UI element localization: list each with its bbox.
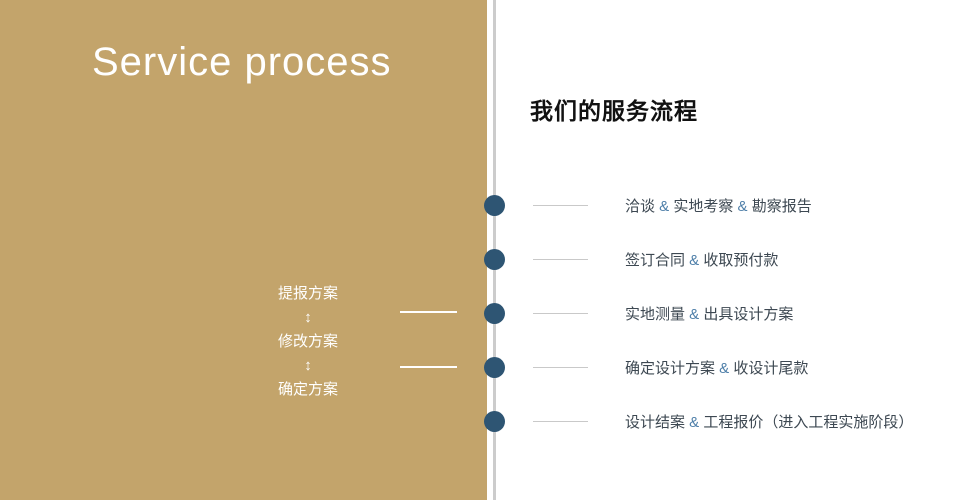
timeline-item-label: 确定设计方案 & 收设计尾款 <box>625 359 809 377</box>
timeline: 洽谈 & 实地考察 & 勘察报告签订合同 & 收取预付款实地测量 & 出具设计方… <box>484 178 970 448</box>
left-connector-line-2 <box>400 366 457 368</box>
timeline-bullet-icon <box>484 302 505 324</box>
ampersand-separator: & <box>685 251 704 269</box>
section-heading: 我们的服务流程 <box>530 98 698 124</box>
step-label-propose: 提报方案 <box>277 285 338 302</box>
timeline-bullet-icon <box>484 194 505 216</box>
page-title: Service process <box>92 40 392 84</box>
timeline-bullet-icon <box>484 248 505 270</box>
timeline-bullet-icon <box>484 356 505 378</box>
timeline-item: 洽谈 & 实地考察 & 勘察报告 <box>484 178 970 232</box>
timeline-item-label: 签订合同 & 收取预付款 <box>625 251 779 269</box>
step-label-confirm: 确定方案 <box>277 381 338 398</box>
timeline-item-label: 设计结案 & 工程报价（进入工程实施阶段） <box>625 413 914 431</box>
timeline-item: 实地测量 & 出具设计方案 <box>484 286 970 340</box>
connector-line <box>533 258 588 260</box>
timeline-item: 设计结案 & 工程报价（进入工程实施阶段） <box>484 394 970 448</box>
updown-arrow-icon: ↕ <box>304 309 312 326</box>
ampersand-separator: & <box>685 305 704 323</box>
connector-line <box>533 312 588 314</box>
timeline-item-label: 洽谈 & 实地考察 & 勘察报告 <box>625 197 812 215</box>
step-label-revise: 修改方案 <box>277 333 338 350</box>
timeline-bullet-icon <box>484 410 505 432</box>
connector-line <box>533 204 588 206</box>
connector-line <box>533 366 588 368</box>
timeline-item: 签订合同 & 收取预付款 <box>484 232 970 286</box>
left-gold-panel: Service process 提报方案 ↕ 修改方案 ↕ 确定方案 <box>0 0 487 500</box>
left-steps-group: 提报方案 ↕ 修改方案 ↕ 确定方案 <box>260 284 356 400</box>
timeline-item-label: 实地测量 & 出具设计方案 <box>625 305 794 323</box>
connector-line <box>533 420 588 422</box>
ampersand-separator: & <box>655 197 674 215</box>
timeline-item: 确定设计方案 & 收设计尾款 <box>484 340 970 394</box>
updown-arrow-icon: ↕ <box>304 357 312 374</box>
ampersand-separator: & <box>715 359 734 377</box>
ampersand-separator: & <box>733 197 752 215</box>
ampersand-separator: & <box>685 413 704 431</box>
left-connector-line-1 <box>400 311 457 313</box>
